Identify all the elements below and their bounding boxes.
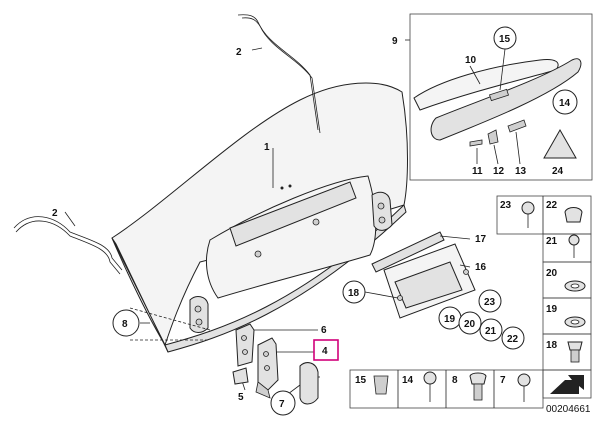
label-9: 9 [392,36,398,47]
label-12: 12 [493,166,505,177]
callout-20-mid [458,311,482,335]
group-box-9: 9 10 15 14 11 12 13 24 [392,13,593,181]
grid-label-7: 7 [500,375,506,386]
label-7: 7 [279,399,285,410]
label-18: 18 [348,288,360,299]
label-13: 13 [515,166,527,177]
callout-22-mid [501,326,525,350]
grid-label-23: 23 [500,200,512,211]
label-16: 16 [475,262,487,273]
label-21: 21 [485,326,497,337]
callout-23-mid [478,289,502,313]
cover-7[interactable] [299,362,319,405]
grid-label-20: 20 [546,268,558,279]
fastener-grid: 23 22 21 20 19 18 15 14 8 7 [349,195,592,409]
label-8: 8 [122,319,128,330]
callout-4-highlighted[interactable]: 4 [313,339,339,361]
hinge-bracket-6[interactable] [235,323,255,367]
label-1: 1 [264,142,270,153]
label-19: 19 [444,314,456,325]
callout-14-top [552,89,578,115]
label-2-lower: 2 [52,208,58,219]
grid-label-15: 15 [355,375,367,386]
label-15: 15 [499,34,511,45]
label-14: 14 [559,98,571,109]
label-23: 23 [484,297,496,308]
grid-label-8: 8 [452,375,458,386]
label-22: 22 [507,334,519,345]
seal-strip-17[interactable] [371,231,445,273]
grid-label-19: 19 [546,304,558,315]
seal-strip-lower[interactable] [13,216,123,275]
label-2-upper: 2 [236,47,242,58]
label-6: 6 [321,325,327,336]
hinge-bracket-4[interactable] [255,337,279,399]
tailgate-part-1[interactable] [111,82,408,353]
label-10: 10 [465,55,477,66]
callout-7[interactable]: 7 [270,390,296,416]
label-20: 20 [464,319,476,330]
license-plate-base-16[interactable] [383,243,476,319]
grid-label-18: 18 [546,340,558,351]
callout-8[interactable]: 8 [112,309,140,337]
callout-21-mid [479,318,503,342]
label-4: 4 [322,346,328,357]
grid-label-22: 22 [546,200,558,211]
clip-5[interactable] [232,367,249,385]
grid-label-14: 14 [402,375,414,386]
label-24: 24 [552,166,564,177]
label-5: 5 [238,392,244,403]
diagram-id: 00204661 [546,404,591,415]
label-11: 11 [472,166,483,177]
label-17: 17 [475,234,487,245]
grid-label-21: 21 [546,236,558,247]
seal-strip-upper[interactable] [237,14,321,134]
